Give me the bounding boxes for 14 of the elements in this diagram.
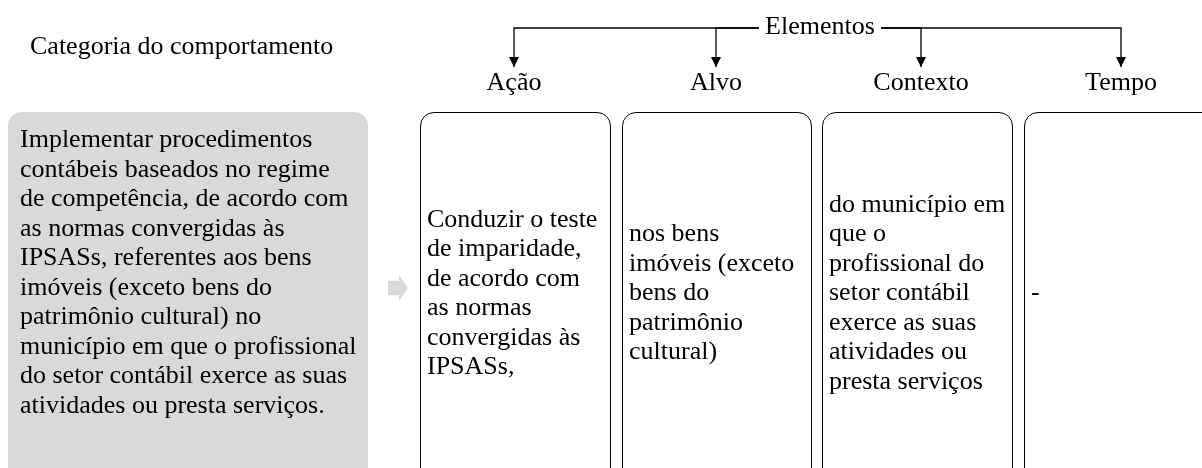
block-arrow <box>388 275 408 301</box>
cell-text: Conduzir o teste de imparidade, de acordo com as normas convergidas às IPSASs, <box>427 203 599 381</box>
arrow <box>880 27 1126 68</box>
element-box <box>822 112 1013 468</box>
behavior-box <box>8 112 368 468</box>
element-box <box>1024 112 1202 468</box>
cell-text: do município em que o profissional do setor contábil exerce as suas atividades ou presta serviços <box>829 188 1006 396</box>
cell-text: - <box>1031 277 1040 307</box>
cell-text: Implementar procedimentos contábeis baseados no regime de competência, de acordo com as normas convergidas às IPSASs, referentes aos bens imóveis (exceto bens do patrimônio cultural) no município em que o profissional do setor contábil exerce as suas atividades ou presta serviços. <box>20 124 358 419</box>
element-box <box>420 112 611 468</box>
element-box <box>622 112 812 468</box>
arrow <box>711 27 760 68</box>
row-heading: Categoria do comportamento <box>30 32 334 60</box>
cell-text: nos bens imóveis (exceto bens do patrimônio cultural) <box>629 218 796 366</box>
